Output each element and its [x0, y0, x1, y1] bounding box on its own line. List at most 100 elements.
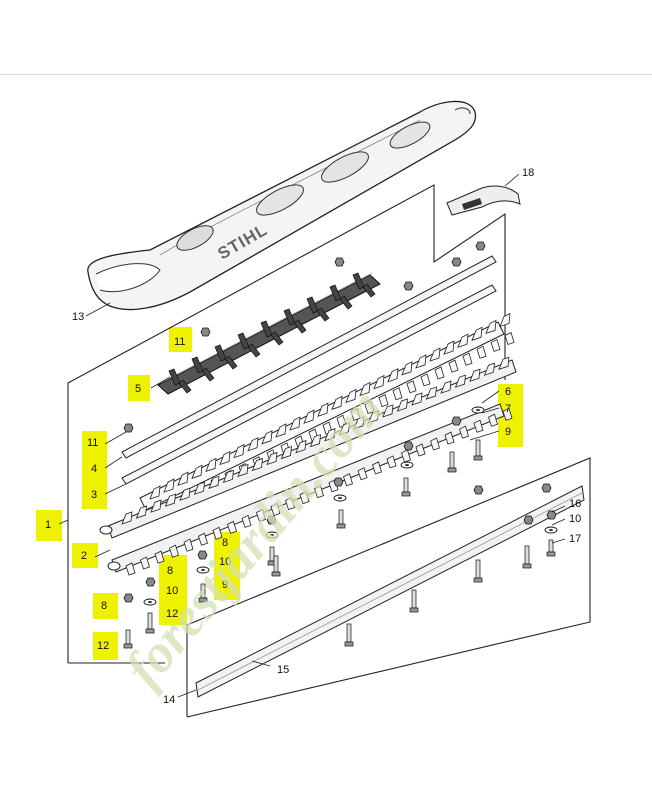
- callout-13: 13: [72, 311, 84, 323]
- blade-tooth: [443, 340, 455, 355]
- blade-tooth: [499, 312, 511, 328]
- highlight-11-top: [169, 327, 192, 352]
- blade-tooth: [237, 463, 249, 478]
- fasteners: [123, 241, 558, 649]
- blade-tooth: [317, 402, 329, 417]
- blade-tooth: [256, 508, 266, 522]
- bolt-shank: [338, 509, 344, 525]
- bolt-head: [447, 467, 457, 473]
- blade-tooth: [164, 493, 176, 507]
- callout-17: 17: [569, 533, 581, 545]
- callout-2: 2: [81, 550, 87, 562]
- blade-tooth: [266, 451, 278, 466]
- blade-tooth: [490, 338, 501, 352]
- blade-tooth: [299, 491, 310, 505]
- nut: [123, 423, 134, 433]
- bolt-head: [336, 523, 346, 529]
- guide-rail: [195, 485, 585, 698]
- blade-tooth: [476, 345, 487, 359]
- blade-tooth: [121, 511, 133, 525]
- blade-tooth: [247, 437, 259, 452]
- blade-tooth: [488, 413, 498, 427]
- blade-tooth: [406, 380, 417, 394]
- nut: [333, 477, 344, 487]
- bolt-head: [473, 577, 483, 583]
- bracket-tooth: [224, 355, 238, 370]
- bolt-head: [344, 641, 354, 647]
- blade-tooth: [364, 400, 375, 415]
- blade-sheath: STIHL: [87, 100, 477, 311]
- blade-tooth: [140, 556, 150, 570]
- callout-8-left: 8: [101, 600, 107, 612]
- blade-tooth: [415, 443, 426, 457]
- nut: [475, 241, 486, 251]
- blade-tooth: [411, 392, 423, 406]
- blade-tooth: [177, 471, 189, 486]
- callout-14: 14: [163, 694, 175, 706]
- blade-tooth: [502, 407, 513, 421]
- bracket-tooth: [260, 320, 273, 338]
- blade-tooth: [163, 478, 175, 493]
- blade-tooth: [473, 419, 484, 433]
- bolt-head: [271, 571, 281, 577]
- bolt-head: [401, 491, 411, 497]
- blade-tooth: [222, 469, 234, 484]
- blade-tooth: [219, 450, 231, 466]
- blade-tooth: [154, 550, 165, 564]
- blade-tooth: [285, 496, 295, 511]
- blade-tooth: [401, 449, 411, 463]
- callout-6: 6: [505, 386, 511, 398]
- nut: [266, 515, 277, 525]
- blade-tooth: [448, 359, 459, 373]
- blade-tooth: [338, 422, 350, 436]
- blade-tooth: [150, 499, 162, 513]
- blade-tooth: [289, 416, 301, 431]
- washer-hole: [338, 497, 342, 499]
- bolt-head: [123, 643, 133, 649]
- bracket-tooth: [352, 272, 365, 290]
- bracket-tooth: [247, 343, 261, 358]
- end-cap: [446, 185, 521, 216]
- blade-tooth: [275, 423, 287, 438]
- highlight-8-10-9: [214, 532, 240, 600]
- highlight-2: [72, 543, 98, 568]
- blade-tooth: [353, 416, 365, 430]
- callout-12-left: 12: [97, 640, 109, 652]
- blade-tooth: [135, 505, 147, 519]
- highlight-12-left: [93, 632, 118, 660]
- blade-teeth-upper: [149, 312, 515, 518]
- frame-main: [67, 184, 506, 663]
- bracket-tooth: [329, 284, 342, 302]
- blade-tooth: [169, 544, 179, 558]
- callout-16: 16: [569, 498, 581, 510]
- blade-tooth: [471, 326, 483, 341]
- nut: [145, 577, 156, 587]
- blade-tooth: [324, 428, 336, 442]
- nut: [334, 257, 345, 267]
- blade-tooth: [343, 473, 353, 487]
- bolt-shank: [411, 589, 417, 609]
- blade-tooth: [483, 362, 495, 376]
- blade-tooth: [367, 410, 379, 424]
- blade-tooth: [241, 514, 252, 528]
- blade-teeth-lower: [121, 356, 513, 576]
- blade-tooth: [392, 387, 403, 401]
- nut: [200, 327, 211, 337]
- callout-12-center: 12: [166, 608, 178, 620]
- highlight-8-left: [93, 593, 118, 619]
- washer-hole: [405, 464, 409, 466]
- bracket-tooth: [306, 296, 319, 314]
- bolt-shank: [346, 623, 352, 643]
- bracket-teeth: [168, 272, 376, 394]
- blade-tooth: [434, 366, 445, 380]
- callout-5: 5: [135, 383, 141, 395]
- blade-tooth: [372, 461, 382, 475]
- bracket-tooth: [293, 319, 307, 334]
- blade-tooth: [261, 430, 273, 445]
- callout-9-right: 9: [505, 426, 511, 438]
- washer-hole: [270, 534, 274, 536]
- blade-tooth: [179, 487, 191, 501]
- blade-tooth: [208, 475, 220, 489]
